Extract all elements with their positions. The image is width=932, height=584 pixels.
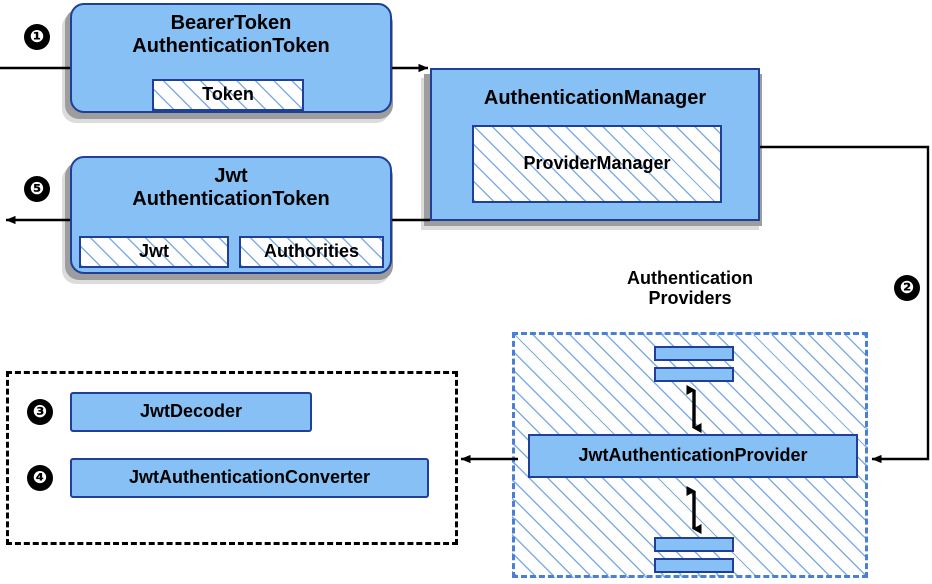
bearer-token-field-token[interactable]: Token	[152, 79, 304, 111]
provider-manager-label: ProviderManager	[523, 153, 671, 174]
provider-placeholder-bar-3	[654, 537, 734, 552]
bearer-token-label-line1: BearerToken	[170, 12, 292, 34]
jwt-token-field-authorities[interactable]: Authorities	[239, 236, 384, 268]
provider-manager[interactable]: ProviderManager	[472, 125, 722, 203]
jwt-authentication-token[interactable]: Jwt AuthenticationToken Jwt Authorities	[70, 156, 392, 274]
step-badge-1-label: ❶	[29, 26, 45, 47]
step-badge-2: ❷	[894, 275, 920, 301]
step-badge-2-label: ❷	[899, 277, 915, 298]
jwt-decoder[interactable]: JwtDecoder	[70, 392, 312, 432]
bearer-token-label-line2: AuthenticationToken	[132, 35, 330, 57]
provider-placeholder-bar-1	[654, 346, 734, 361]
step-badge-3: ❸	[27, 399, 53, 425]
jwt-authentication-converter-label: JwtAuthenticationConverter	[128, 467, 371, 488]
jwt-authentication-converter[interactable]: JwtAuthenticationConverter	[70, 458, 429, 498]
provider-placeholder-bar-4	[654, 558, 734, 573]
step-badge-5: ❺	[24, 176, 50, 202]
bearer-token-field-token-label: Token	[202, 84, 254, 105]
bearer-token-authentication-token[interactable]: BearerToken AuthenticationToken Token	[70, 3, 392, 113]
step-badge-4-label: ❹	[32, 467, 48, 488]
authentication-manager-label: AuthenticationManager	[483, 87, 707, 109]
jwt-token-field-jwt-label: Jwt	[138, 241, 169, 262]
step-badge-4: ❹	[27, 465, 53, 491]
jwt-token-label-line1: Jwt	[214, 165, 248, 187]
authentication-providers-caption-line1: Authentication	[627, 268, 753, 288]
jwt-authentication-provider-label: JwtAuthenticationProvider	[578, 445, 808, 466]
step-badge-1: ❶	[24, 24, 50, 50]
step-badge-5-label: ❺	[29, 178, 45, 199]
provider-placeholder-bar-2	[654, 367, 734, 382]
authentication-providers-caption: Authentication Providers	[512, 268, 868, 308]
jwt-token-field-jwt[interactable]: Jwt	[79, 236, 229, 268]
jwt-token-field-authorities-label: Authorities	[263, 241, 359, 262]
jwt-authentication-provider[interactable]: JwtAuthenticationProvider	[528, 434, 858, 478]
jwt-decoder-label: JwtDecoder	[139, 401, 243, 422]
authentication-manager[interactable]: AuthenticationManager ProviderManager	[430, 68, 760, 221]
authentication-providers-caption-line2: Providers	[648, 288, 732, 309]
jwt-token-label-line2: AuthenticationToken	[132, 188, 330, 210]
step-badge-3-label: ❸	[32, 401, 48, 422]
